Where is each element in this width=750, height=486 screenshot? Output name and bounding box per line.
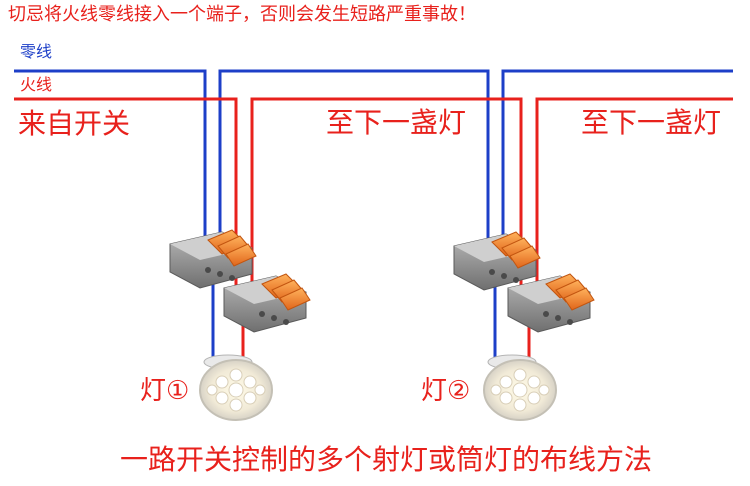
- live-wires: [14, 97, 733, 360]
- live-wire-label: 火线: [20, 75, 53, 94]
- downlight-1: [199, 354, 273, 421]
- downlight-2: [483, 354, 557, 421]
- diagram-caption: 一路开关控制的多个射灯或筒灯的布线方法: [120, 443, 653, 476]
- neutral-wire-to-next-2: [501, 69, 733, 245]
- to-next-lamp-label-1: 至下一盏灯: [326, 106, 467, 139]
- lamp-2-label: 灯②: [421, 376, 471, 406]
- live-wire-to-next-2: [535, 97, 733, 290]
- lamp-1-label: 灯①: [140, 376, 190, 406]
- from-switch-label: 来自开关: [18, 107, 131, 140]
- live-connector-2: [507, 273, 595, 333]
- to-next-lamp-label-2: 至下一盏灯: [581, 106, 722, 139]
- live-main-wire: [14, 97, 238, 285]
- live-connector-1: [223, 273, 311, 333]
- neutral-main-wire: [14, 69, 207, 240]
- warning-text: 切忌将火线零线接入一个端子，否则会发生短路严重事故！: [8, 4, 476, 25]
- live-wire-to-next-1: [250, 97, 523, 290]
- neutral-wire-label: 零线: [20, 42, 53, 61]
- neutral-connector-2: [453, 231, 541, 291]
- neutral-wire-to-next-1: [218, 69, 490, 245]
- neutral-connector-1: [169, 229, 257, 289]
